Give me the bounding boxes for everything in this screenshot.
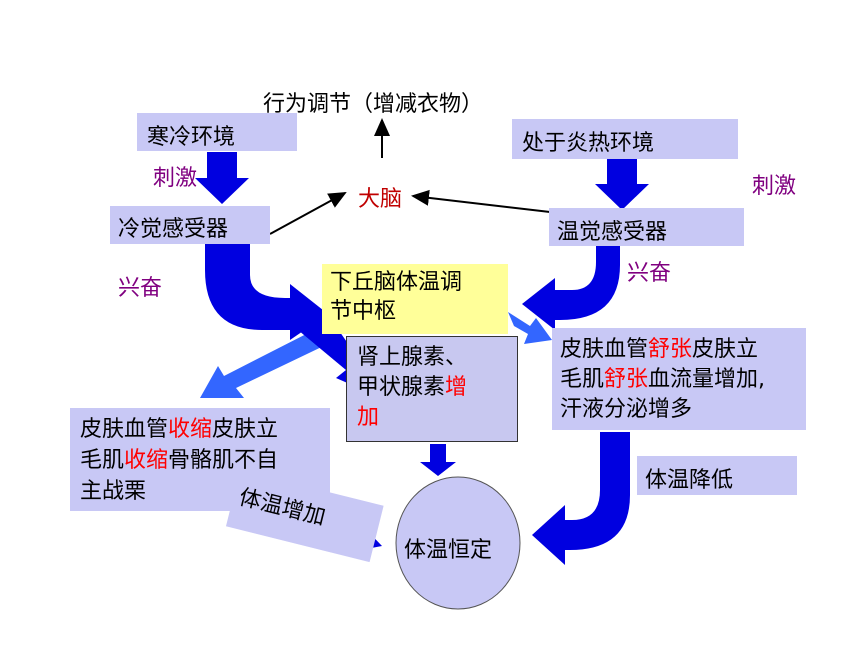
arrow-center-to-cold-response (200, 328, 332, 398)
arrow-warm-to-brain (411, 189, 551, 213)
cold-response-line2: 毛肌收缩骨骼肌不自 (80, 445, 330, 476)
excite-left-label: 兴奋 (118, 276, 163, 301)
hormone-line2: 甲状腺素增 (357, 373, 517, 403)
temp-up-label: 体温增加 (236, 485, 328, 531)
hot-l1-c: 皮肤立 (692, 337, 759, 362)
balance-label: 体温恒定 (404, 538, 493, 563)
cold-env-box: 寒冷环境 (137, 113, 297, 151)
hot-response-line2: 毛肌舒张血流量增加, (560, 365, 806, 395)
center-line2: 节中枢 (330, 299, 397, 324)
hot-env-box: 处于炎热环境 (512, 119, 738, 159)
brain-label: 大脑 (358, 187, 403, 212)
hormone-line3: 加 (357, 405, 380, 430)
hot-response-line1: 皮肤血管舒张皮肤立 (560, 335, 806, 365)
cold-env-label: 寒冷环境 (147, 125, 236, 150)
cold-receptor-box: 冷觉感受器 (110, 206, 270, 244)
cold-l2-c: 骨骼肌不自 (168, 448, 279, 473)
arrow-cold-to-brain (269, 192, 347, 235)
arrow-temp-down (532, 432, 630, 565)
arrow-cold-to-center (205, 243, 328, 340)
hot-l2-c: 血流量增加, (648, 367, 766, 392)
cold-l1-c: 皮肤立 (212, 417, 279, 442)
stimulus-left-label: 刺激 (153, 166, 198, 191)
hormone-line2-a: 甲状腺素 (357, 375, 446, 400)
cold-receptor-label: 冷觉感受器 (118, 217, 229, 242)
cold-response-line3: 主战栗 (80, 479, 147, 504)
cold-l2-a: 毛肌 (80, 448, 125, 473)
hot-l1-b: 舒张 (648, 337, 693, 362)
arrow-hormone-to-balance (420, 444, 456, 476)
hot-response-line3: 汗液分泌增多 (560, 397, 693, 422)
cold-l1-a: 皮肤血管 (80, 417, 169, 442)
hot-response-box: 皮肤血管舒张皮肤立 毛肌舒张血流量增加, 汗液分泌增多 (552, 328, 806, 430)
hormone-line2-b: 增 (445, 375, 468, 400)
balance-circle (395, 476, 521, 610)
cold-l1-b: 收缩 (168, 417, 213, 442)
arrow-cold-stimulus (195, 152, 249, 204)
hot-l1-a: 皮肤血管 (560, 337, 649, 362)
hot-l2-a: 毛肌 (560, 367, 605, 392)
temp-down-label: 体温降低 (645, 468, 734, 493)
warm-receptor-label: 温觉感受器 (557, 220, 668, 245)
stimulus-right-label: 刺激 (752, 174, 797, 199)
hormone-line1: 肾上腺素、 (357, 345, 468, 370)
arrow-hot-stimulus (595, 158, 649, 210)
cold-response-line1: 皮肤血管收缩皮肤立 (80, 414, 330, 445)
warm-receptor-box: 温觉感受器 (549, 208, 744, 246)
excite-right-label: 兴奋 (627, 261, 672, 286)
center-box: 下丘脑体温调 节中枢 (322, 264, 508, 334)
arrow-center-to-hot-response (508, 312, 552, 344)
behavior-label: 行为调节（增减衣物） (263, 92, 484, 117)
temp-down-box: 体温降低 (637, 456, 797, 495)
arrow-warm-to-center (522, 243, 620, 330)
hot-env-label: 处于炎热环境 (522, 131, 655, 156)
center-line1: 下丘脑体温调 (330, 270, 463, 295)
hormone-box: 肾上腺素、 甲状腺素增 加 (346, 336, 518, 442)
cold-l2-b: 收缩 (124, 448, 169, 473)
hot-l2-b: 舒张 (604, 367, 649, 392)
